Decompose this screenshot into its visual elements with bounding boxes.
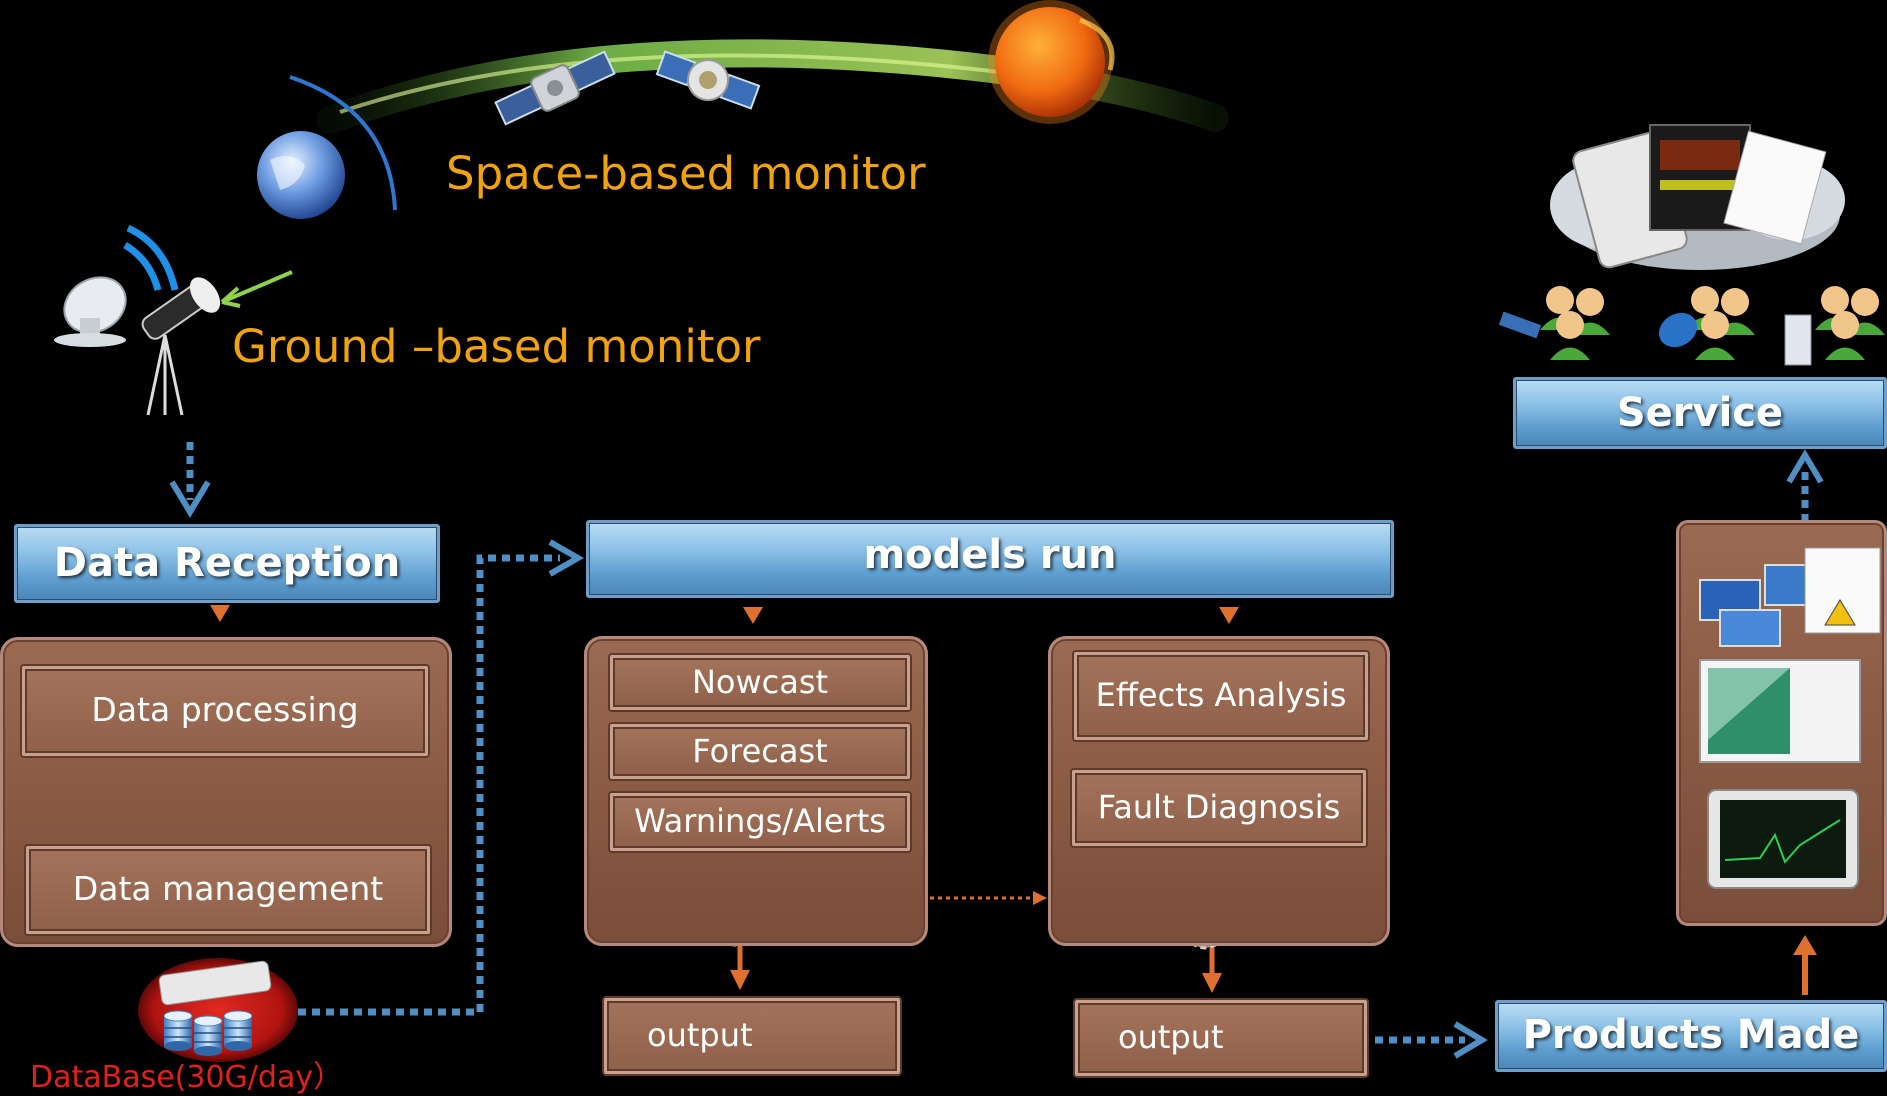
products-panel xyxy=(1676,520,1887,926)
models-run-bar: models run xyxy=(586,520,1394,598)
effects-analysis-cell: Effects Analysis xyxy=(1074,652,1368,740)
warnings-alerts-cell: Warnings/Alerts xyxy=(610,793,910,851)
database-label: DataBase(30G/day） xyxy=(30,1060,344,1095)
sun-icon xyxy=(988,0,1115,124)
users-icon xyxy=(1784,286,1885,366)
users-icon xyxy=(1658,286,1755,360)
database-icon xyxy=(138,958,298,1062)
users-icon xyxy=(1498,286,1610,360)
earth-icon xyxy=(257,75,397,219)
nowcast-cell: Nowcast xyxy=(610,655,910,710)
satellite-icon xyxy=(494,50,616,126)
output-box-1: output xyxy=(604,998,900,1074)
report-cloud-icon xyxy=(1550,124,1845,270)
satellite-icon xyxy=(655,50,761,110)
service-bar: Service xyxy=(1513,377,1887,449)
forecast-cell: Forecast xyxy=(610,724,910,779)
data-reception-bar: Data Reception xyxy=(14,524,440,603)
products-made-bar: Products Made xyxy=(1495,1000,1887,1072)
space-monitor-label: Space-based monitor xyxy=(446,147,926,200)
radio-dish-icon xyxy=(54,224,179,347)
data-processing-cell: Data processing xyxy=(22,666,428,756)
data-management-cell: Data management xyxy=(26,846,430,934)
ground-monitor-label: Ground –based monitor xyxy=(232,320,761,373)
telescope-icon xyxy=(141,277,221,416)
output-box-2: output xyxy=(1075,1000,1367,1076)
fault-diagnosis-cell: Fault Diagnosis xyxy=(1072,770,1366,846)
